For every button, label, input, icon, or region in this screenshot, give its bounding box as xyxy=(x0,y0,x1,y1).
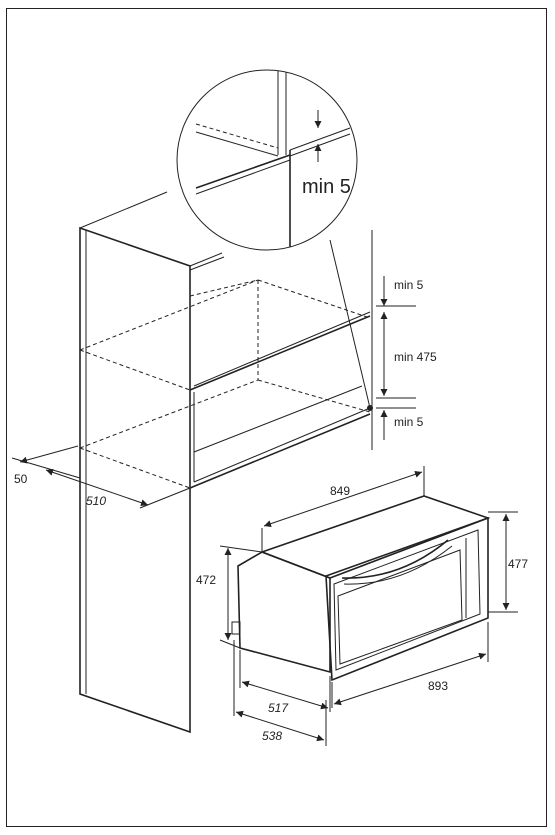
oven-dims: 849 472 477 517 538 893 xyxy=(196,466,528,746)
dim-width-849: 849 xyxy=(330,484,350,498)
oven-door xyxy=(333,529,481,671)
oven-side xyxy=(237,551,331,674)
dim-min5-bottom: min 5 xyxy=(394,415,424,429)
detail-magnifier: min 5 xyxy=(176,69,358,251)
cabinet-front xyxy=(79,226,191,734)
detail-label: min 5 xyxy=(302,176,351,198)
dim-side-50: 50 xyxy=(14,472,28,486)
oven-top xyxy=(259,495,491,579)
dim-min475: min 475 xyxy=(394,350,437,364)
dim-height-472: 472 xyxy=(196,573,216,587)
detail-circle xyxy=(176,69,358,251)
dim-depth-510: 510 xyxy=(86,494,106,508)
oven-front xyxy=(325,516,489,682)
cabinet-vertical-dims: min 5 min 475 min 5 xyxy=(371,230,437,450)
oven-handle xyxy=(341,539,449,579)
dim-min5-top: min 5 xyxy=(394,278,424,292)
niche-outline xyxy=(79,279,371,489)
dim-width-893: 893 xyxy=(428,679,448,693)
dim-height-477: 477 xyxy=(508,557,528,571)
tall-cabinet xyxy=(79,191,371,734)
dim-depth-517: 517 xyxy=(268,701,289,715)
dim-depth-538: 538 xyxy=(262,729,282,743)
cabinet-depth-dims: 50 510 xyxy=(11,445,191,509)
